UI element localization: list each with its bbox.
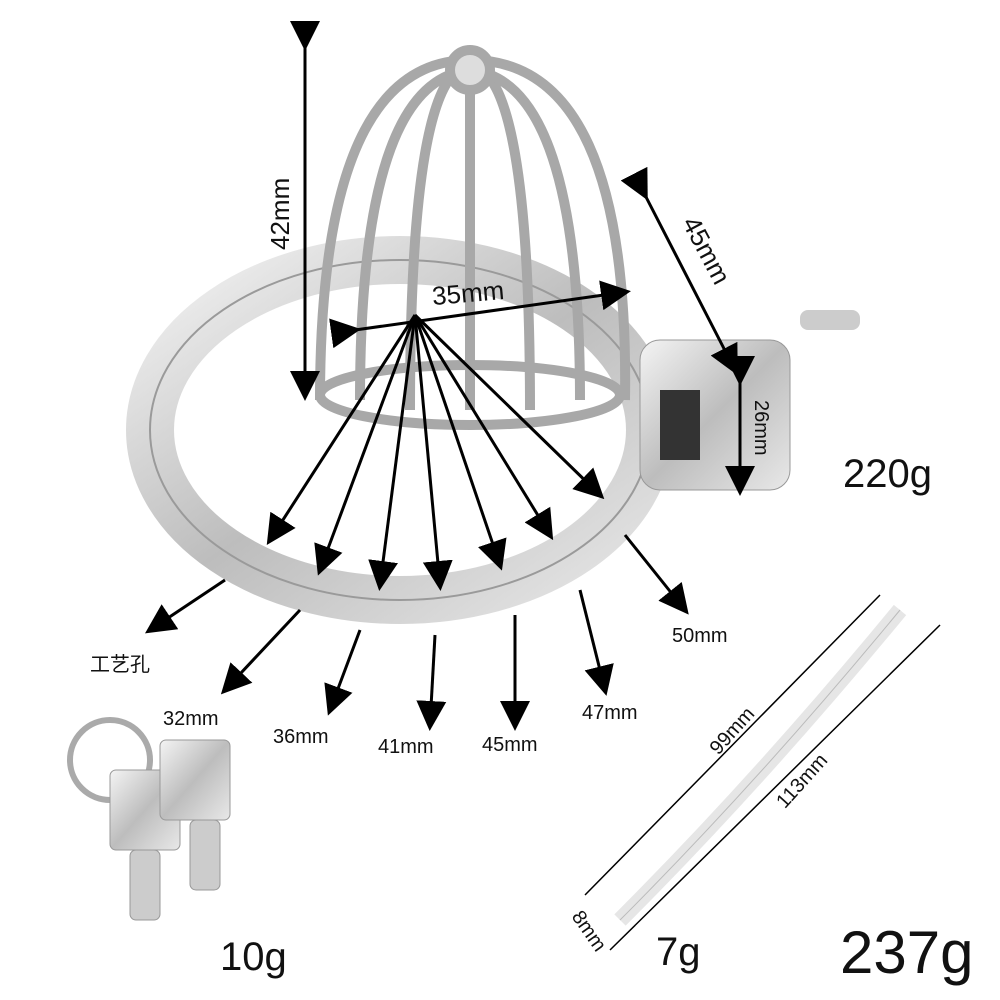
ring-size-41: 41mm bbox=[378, 736, 434, 758]
ring-size-45: 45mm bbox=[482, 734, 538, 756]
total-weight-label: 237g bbox=[840, 919, 974, 986]
main-weight-label: 220g bbox=[843, 452, 932, 496]
ring-size-32: 32mm bbox=[163, 708, 219, 730]
ring-size-47: 47mm bbox=[582, 702, 638, 724]
craft-hole-label: 工艺孔 bbox=[90, 654, 150, 676]
ring-size-36: 36mm bbox=[273, 726, 329, 748]
lock-height-label: 26mm bbox=[750, 400, 772, 456]
ring-size-50: 50mm bbox=[672, 625, 728, 647]
tube-weight-label: 7g bbox=[656, 930, 701, 974]
tube bbox=[614, 604, 907, 926]
cage bbox=[315, 45, 631, 430]
dimension-arrows bbox=[145, 21, 941, 951]
keys-weight-label: 10g bbox=[220, 935, 287, 979]
cage-height-label: 42mm bbox=[265, 177, 295, 250]
keys bbox=[67, 717, 231, 921]
cage-diameter-label: 35mm bbox=[430, 274, 506, 312]
